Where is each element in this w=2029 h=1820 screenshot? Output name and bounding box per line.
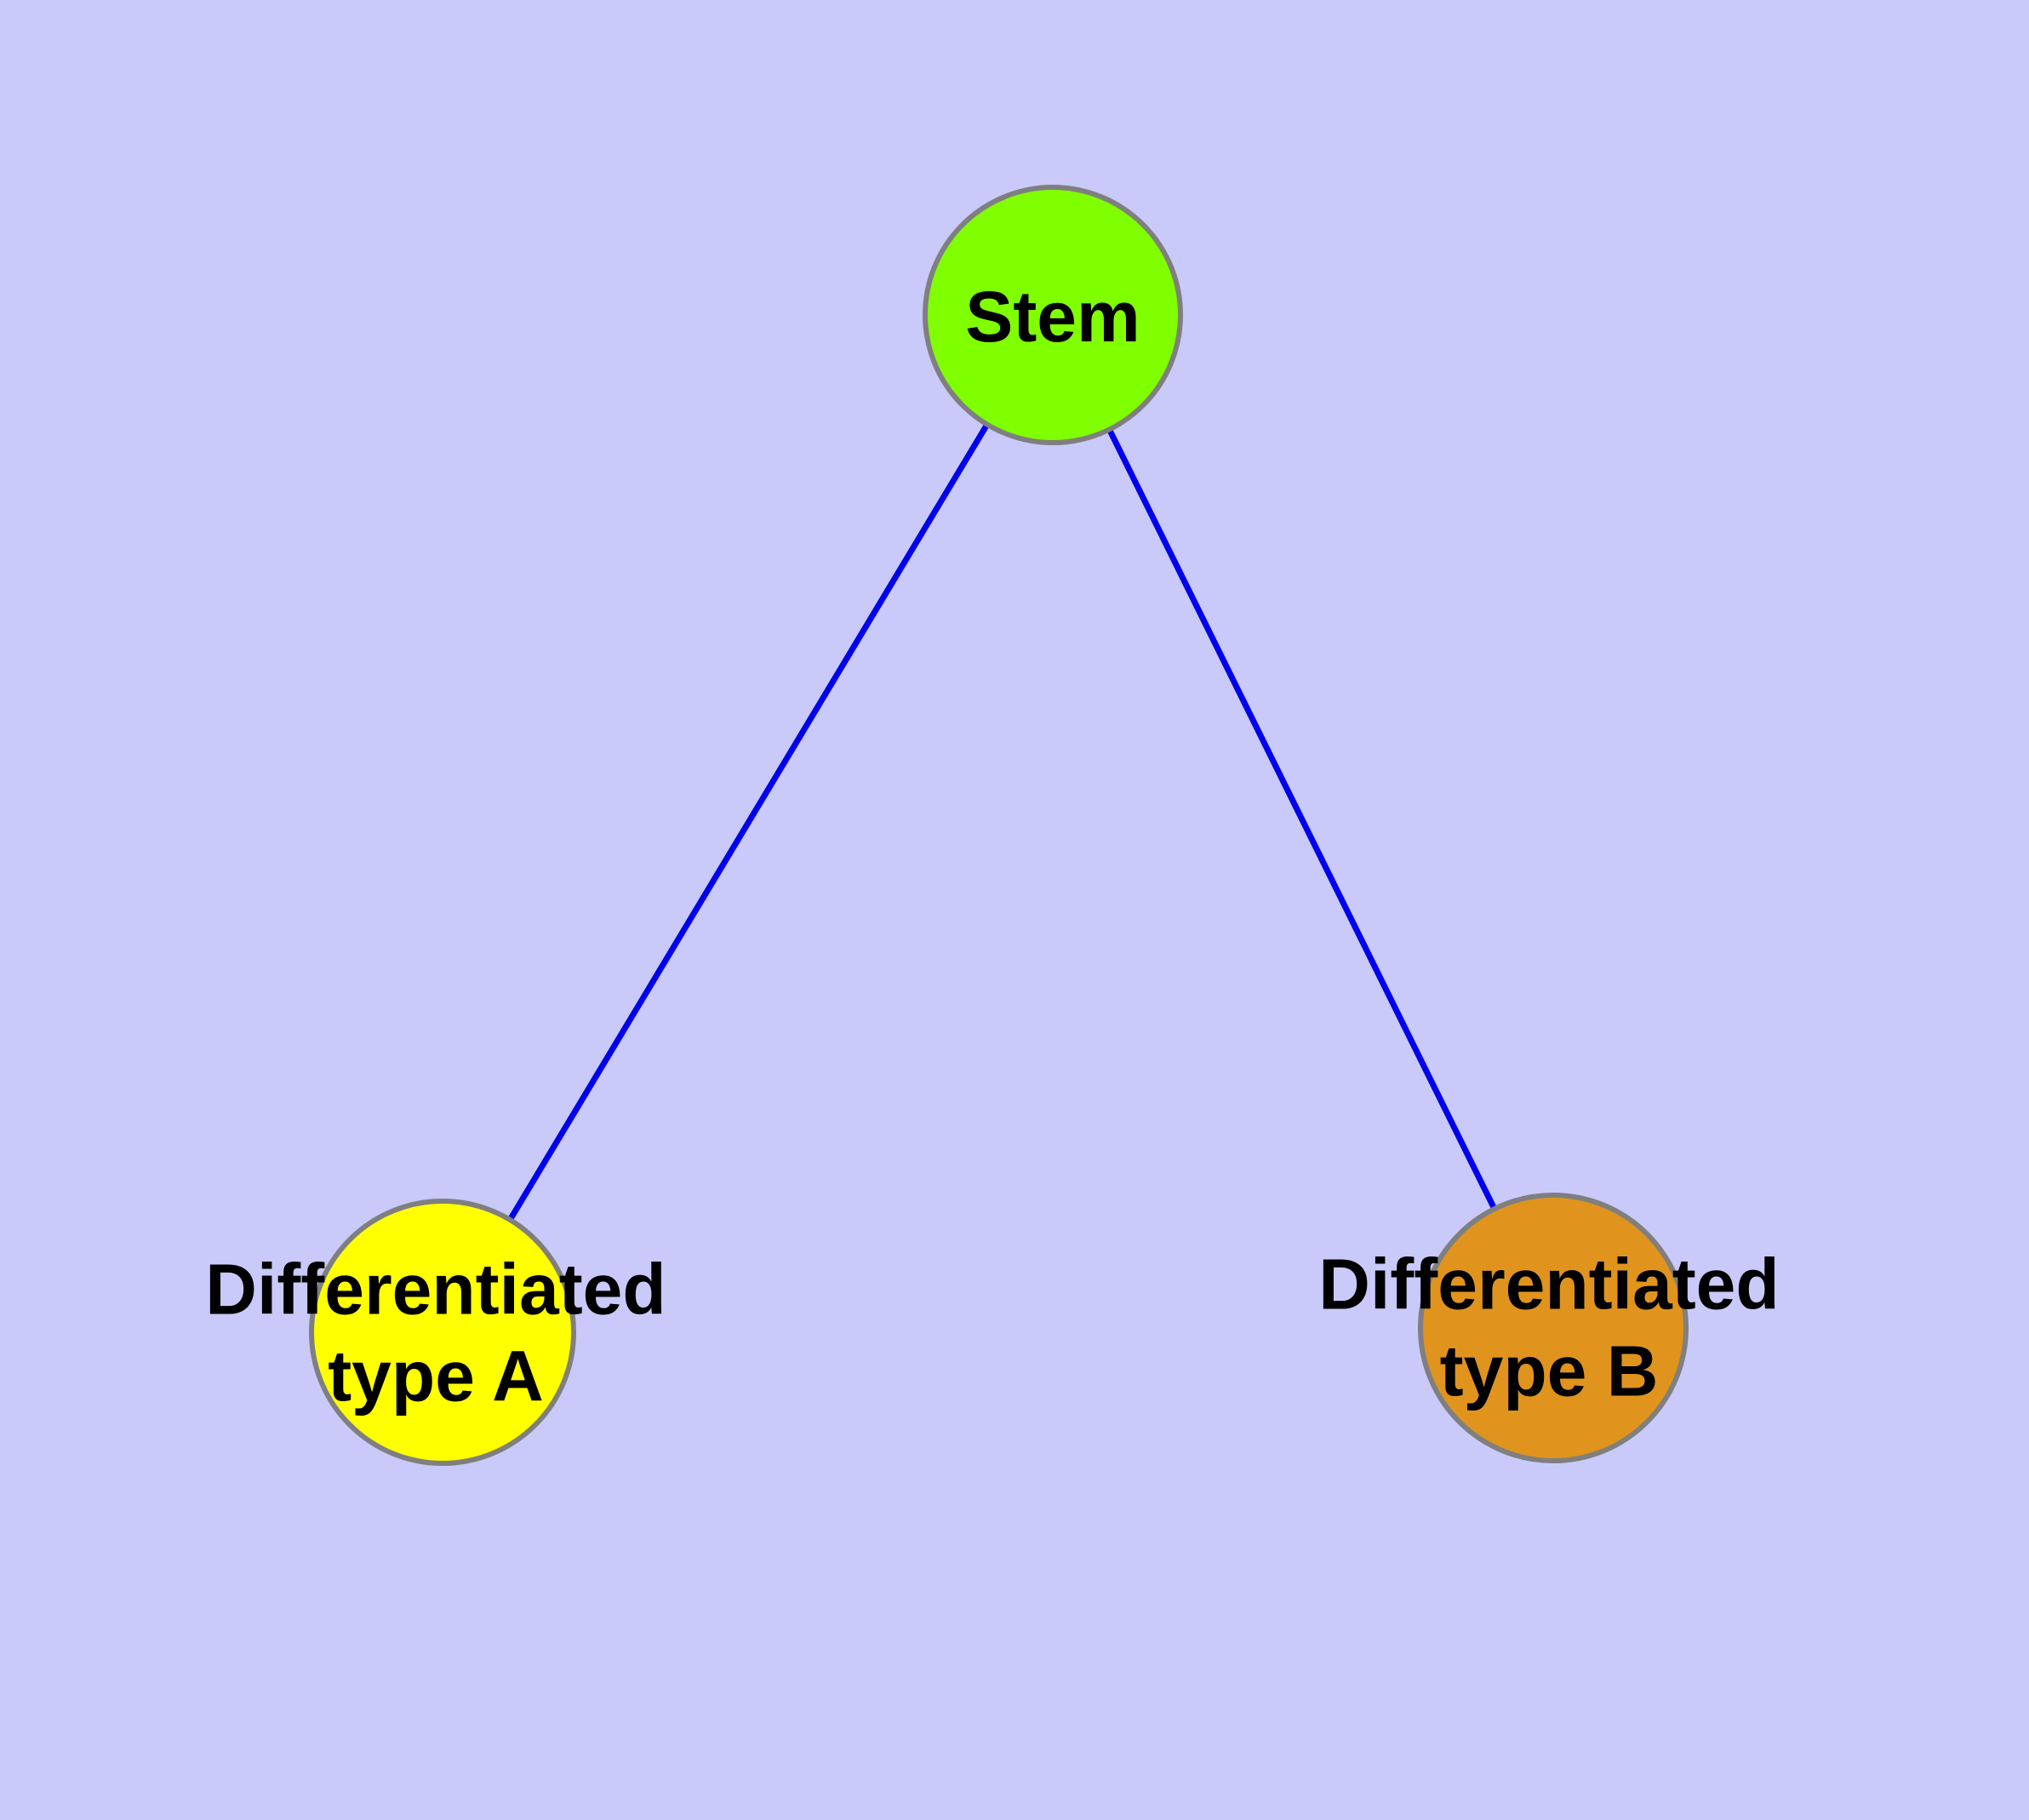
edge-stem-to-type-b [1049, 312, 1557, 1331]
node-stem-circle [923, 185, 1183, 445]
node-type-b-circle [1418, 1193, 1689, 1463]
edge-stem-to-type-a [439, 312, 1056, 1336]
node-stem-label: Stem [965, 276, 1140, 357]
node-type-a-circle [309, 1199, 576, 1466]
node-type-a-label: Differentiated type A [205, 1249, 666, 1417]
node-type-b-label: Differentiated type B [1318, 1244, 1780, 1411]
